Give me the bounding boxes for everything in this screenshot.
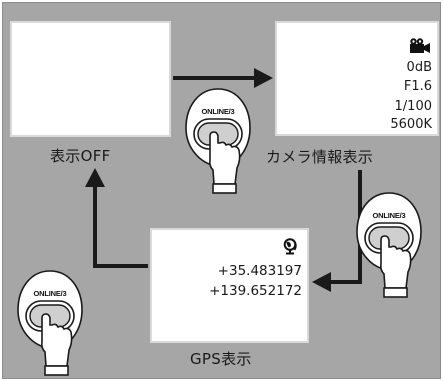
button-label: ONLINE/3 [34, 289, 67, 298]
arrowhead-gps-to-off [85, 168, 105, 187]
arrowhead-camera-to-gps [312, 272, 331, 292]
button-label: ONLINE/3 [202, 107, 235, 116]
gps-label: GPS表示 [190, 350, 252, 368]
camera-info-screen: 0dB F1.6 1/100 5600K [275, 21, 439, 136]
iris-value: F1.6 [403, 79, 432, 94]
display-off-screen [10, 21, 171, 137]
display-off-label: 表示OFF [50, 147, 111, 165]
online-button-press-3: ONLINE/3 [17, 270, 83, 376]
arrow-camera-to-gps [330, 170, 362, 284]
camera-info-label: カメラ情報表示 [266, 148, 374, 166]
latitude-value: +35.483197 [217, 263, 302, 279]
arrow-gps-to-off [93, 186, 148, 268]
gain-value: 0dB [406, 60, 432, 75]
arrowhead-off-to-camera [254, 68, 273, 88]
online-button-press-1: ONLINE/3 [185, 88, 251, 194]
gps-screen: +35.483197 +139.652172 [150, 228, 309, 343]
button-label: ONLINE/3 [373, 211, 406, 220]
white-balance-value: 5600K [390, 117, 432, 132]
globe-icon [283, 238, 297, 255]
online-button-press-2: ONLINE/3 [356, 192, 422, 298]
shutter-value: 1/100 [394, 99, 432, 114]
movie-camera-icon [410, 38, 430, 53]
longitude-value: +139.652172 [209, 283, 302, 299]
